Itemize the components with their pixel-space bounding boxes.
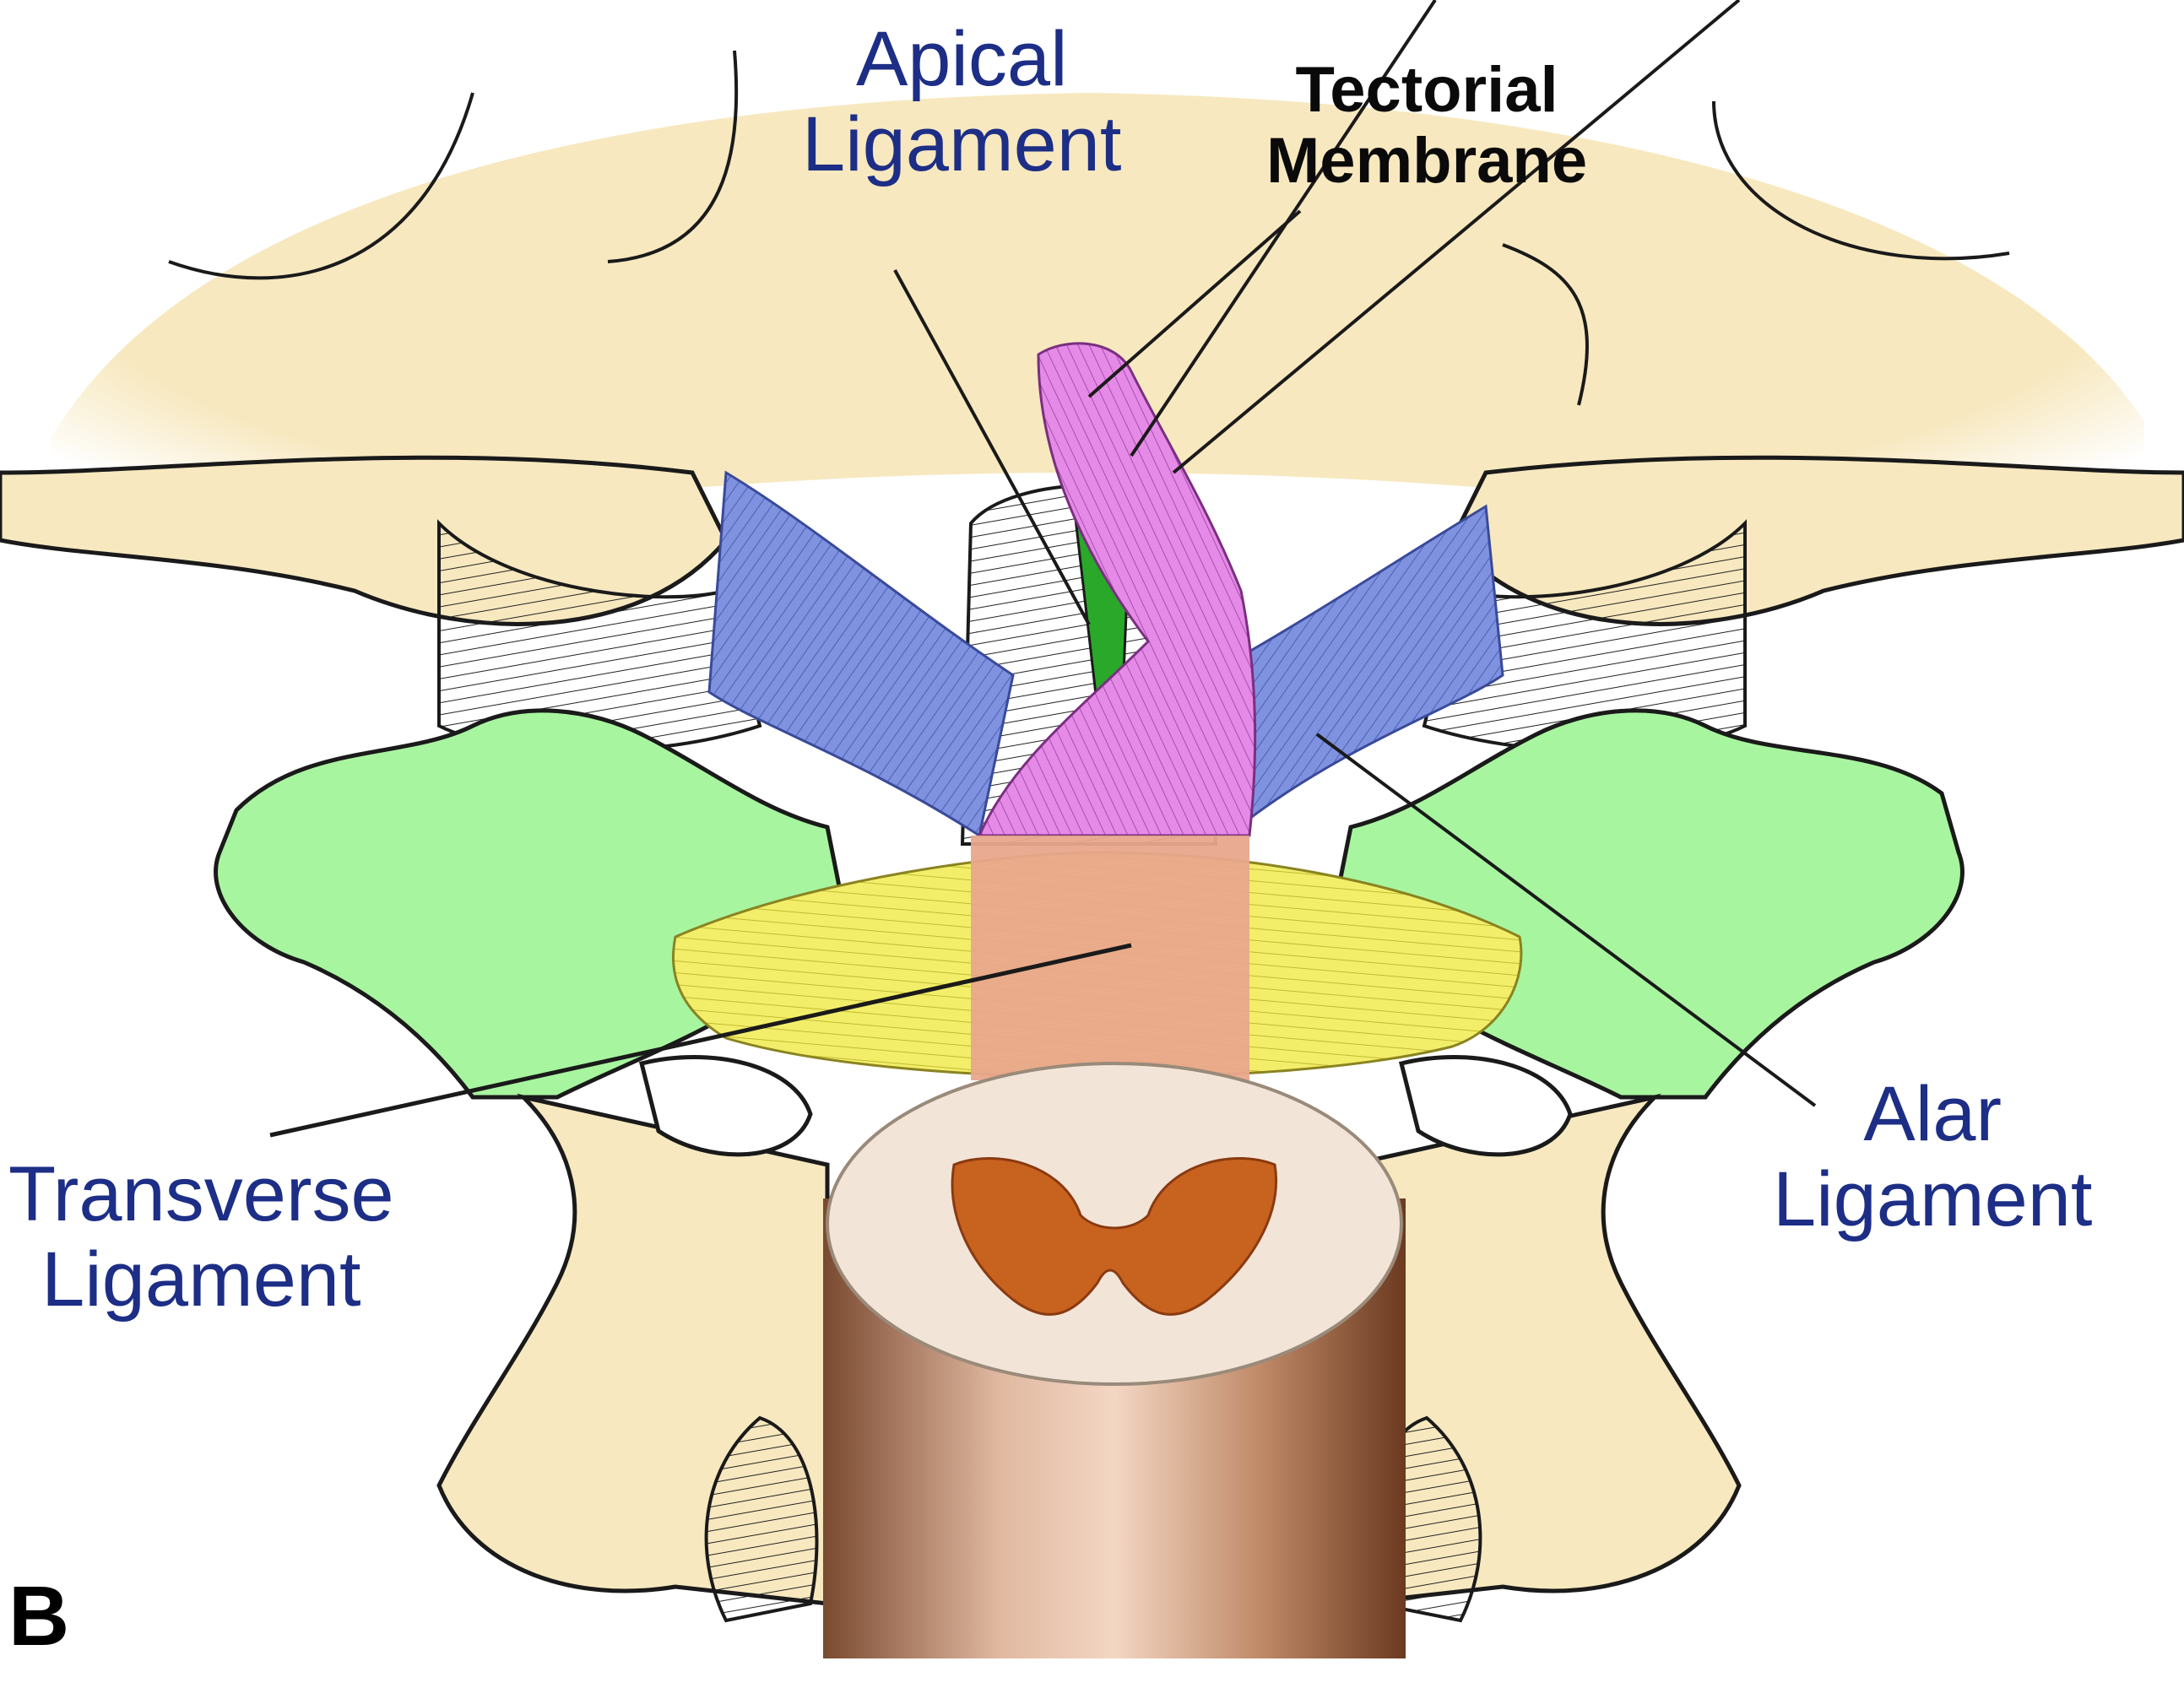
panel-label: B — [8, 1569, 70, 1664]
tectorial-membrane-leader-1 — [1087, 209, 1302, 398]
tectorial-membrane-label-line2: Membrane — [1266, 124, 1588, 197]
membrane-overlap — [971, 836, 1249, 1080]
lamina-left — [704, 1415, 819, 1623]
occipital-curve-center-right — [1502, 243, 1589, 406]
alar-ligament-label-line2: Ligament — [1773, 1156, 2093, 1243]
alar-ligament-label-line1: Alar — [1863, 1071, 2002, 1157]
transverse-ligament-label: Transverse Ligament — [8, 1151, 394, 1323]
transverse-ligament-label-line2: Ligament — [41, 1236, 361, 1323]
alar-ligament-left — [707, 470, 1015, 838]
transverse-ligament-label-line1: Transverse — [8, 1151, 394, 1237]
occipital-curve-right — [1712, 100, 2010, 261]
occipital-curve-left — [168, 92, 474, 280]
alar-ligament-label: Alar Ligament — [1773, 1071, 2093, 1243]
tectorial-membrane-label: Tectorial Membrane — [1266, 55, 1587, 196]
tectorial-membrane-leader-2 — [1130, 0, 1437, 457]
tectorial-membrane — [977, 342, 1257, 837]
spinal-cord-cross-section — [826, 1062, 1403, 1386]
alar-ligament-leader — [1315, 733, 1817, 1107]
facet-left — [638, 1055, 813, 1157]
facet-right — [1398, 1055, 1573, 1157]
tectorial-membrane-leader-3 — [1172, 0, 1741, 474]
transverse-ligament-leader — [269, 943, 1132, 1138]
apical-ligament-leader — [893, 269, 1091, 625]
gray-matter — [951, 1157, 1277, 1316]
apical-ligament-label-line1: Apical — [855, 16, 1068, 102]
tectorial-membrane-label-line1: Tectorial — [1295, 54, 1558, 126]
apical-ligament-label-line2: Ligament — [802, 101, 1122, 188]
apical-ligament-label: Apical Ligament — [802, 16, 1122, 188]
occipital-curve-center-left — [607, 50, 739, 263]
